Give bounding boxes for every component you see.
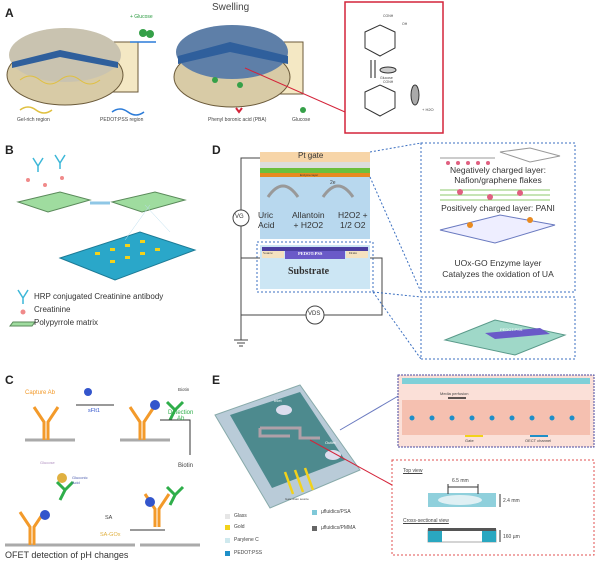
panel-e-graphics	[214, 374, 595, 556]
panel-label-a: A	[5, 6, 14, 20]
neg-layer-desc: Nafion/graphene flakes	[454, 175, 542, 185]
panel-label-e: E	[212, 373, 221, 387]
top-view-label: Top view	[403, 468, 423, 474]
sa-gox-label: SA-GOx	[100, 532, 121, 538]
detection-ab-label: Detection Ab	[168, 410, 194, 422]
oect-channel-label: OECT channel	[525, 438, 552, 443]
legend-swatch-pedot	[225, 551, 230, 556]
inlet-label: Inlet	[274, 398, 282, 403]
panel-d-graphics	[232, 142, 576, 360]
vg-label: VG	[235, 214, 244, 220]
panel-a-graphics	[6, 1, 444, 134]
sa-label: SA	[105, 515, 113, 521]
legend-swatch-glass	[225, 514, 230, 519]
enzyme-layer-title: UOx-GO Enzyme layer	[454, 258, 542, 268]
glucose-arrow-label: + Glucose	[130, 14, 153, 20]
legend-psa: µfluidics/PSA	[321, 509, 351, 515]
legend-swatch-psa	[312, 510, 317, 515]
sflt1-label: sFlt1	[88, 408, 100, 414]
gate-label: Gate	[465, 438, 474, 443]
legend-swatch-parylene	[225, 538, 230, 543]
electrodes-label: Gate drain source	[285, 497, 309, 501]
legend-polypyrrole: Polypyrrole matrix	[34, 318, 99, 327]
panel-c-caption: OFET detection of pH changes	[5, 550, 129, 560]
vds-label: VDS	[308, 311, 321, 317]
media-perfusion-label: Media perfusion	[440, 391, 469, 396]
drain-label: Drain	[349, 251, 357, 255]
chem-water: + H2O	[422, 107, 434, 112]
source-label: Source	[263, 251, 273, 255]
enzyme-layer-desc: Catalyzes the oxidation of UA	[442, 269, 554, 279]
dim-2-4mm: 2.4 mm	[503, 498, 520, 504]
chem-glucose: Glucose	[380, 76, 393, 80]
cross-section-label: Cross-sectional view	[403, 518, 449, 524]
pt-gate-label: Pt gate	[298, 151, 324, 160]
legend-pmma: µfluidics/PMMA	[321, 525, 356, 531]
dim-6-5mm: 6.5 mm	[452, 478, 469, 484]
capture-ab-label: Capture Ab	[25, 390, 56, 396]
legend-gel-rich: Gel-rich region	[17, 117, 50, 123]
panel-label-c: C	[5, 373, 14, 387]
biotin-label: Biotin	[178, 463, 194, 469]
legend-glucose: Glucose	[292, 117, 311, 123]
device-pedot-label: PEDOT:PSS	[500, 327, 523, 332]
panel-label-d: D	[212, 143, 221, 157]
panel-label-b: B	[5, 143, 14, 157]
legend-creatinine: Creatinine	[34, 305, 71, 314]
panel-b-graphics	[9, 154, 197, 327]
legend-gold: Gold	[234, 524, 245, 530]
h2o2-label: H2O2 + 1/2 O2	[338, 210, 368, 230]
gluconic-acid-label: Gluconic Acid	[72, 475, 88, 485]
pedot-label: PEDOT:PSS	[298, 251, 323, 256]
legend-swatch-pmma	[312, 526, 317, 531]
allantoin-label: Allantoin + H2O2	[292, 210, 325, 230]
legend-pba: Phenyl boronic acid (PBA)	[208, 117, 267, 123]
legend-hrp-antibody: HRP conjugated Creatinine antibody	[34, 292, 164, 301]
electron-label: 2e	[330, 180, 336, 186]
uric-acid-label: Uric Acid	[258, 210, 275, 230]
outlet-label: Outlet	[325, 440, 336, 445]
pos-layer: Positively charged layer: PANI	[441, 203, 555, 213]
legend-glass: Glass	[234, 513, 247, 519]
dim-160um: 160 µm	[503, 534, 520, 540]
enzyme-layer-label: Enzyme layer	[300, 173, 319, 177]
legend-parylene: Parylene C	[234, 537, 259, 543]
neg-layer-title: Negatively charged layer:	[450, 165, 546, 175]
glucose-label: Glucose	[40, 460, 55, 465]
legend-pedot-pss: PEDOT:PSS	[234, 550, 263, 556]
chem-conh-2: CONH	[383, 80, 394, 84]
legend-swatch-gold	[225, 525, 230, 530]
chem-oh: OH	[402, 22, 408, 26]
swelling-label: Swelling	[212, 2, 250, 13]
chem-conh-1: CONH	[383, 14, 394, 18]
legend-pedot: PEDOT:PSS region	[100, 117, 144, 123]
biotin-top-label: Biotin	[178, 387, 190, 392]
substrate-label: Substrate	[288, 266, 330, 277]
panel-c-graphics	[5, 388, 200, 547]
